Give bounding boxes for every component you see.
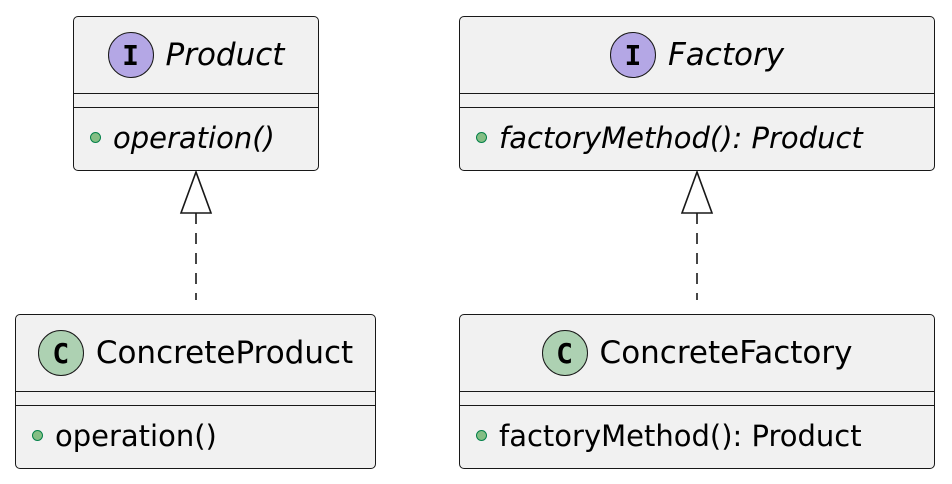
operations-section: factoryMethod(): Product: [460, 107, 934, 167]
class-name: Product: [165, 37, 285, 73]
realization-arrow-concreteproduct-product: [179, 169, 213, 300]
class-box-concretefactory[interactable]: C ConcreteFactory factoryMethod(): Produ…: [459, 314, 935, 469]
public-visibility-icon: [476, 132, 487, 143]
operation-label: factoryMethod(): Product: [499, 418, 862, 453]
class-header: C ConcreteProduct: [16, 315, 375, 391]
class-header: I Product: [74, 17, 318, 93]
public-visibility-icon: [32, 430, 43, 441]
class-header: C ConcreteFactory: [460, 315, 934, 391]
class-badge: C: [37, 330, 84, 376]
realization-arrow-concretefactory-factory: [680, 169, 714, 300]
operations-section: operation(): [16, 405, 375, 465]
operation-label: operation(): [55, 418, 217, 453]
class-header: I Factory: [460, 17, 934, 93]
attributes-section: [460, 93, 934, 107]
interface-badge: I: [609, 32, 656, 78]
operation-label: factoryMethod(): Product: [499, 120, 863, 155]
class-badge: C: [541, 330, 588, 376]
class-name: ConcreteFactory: [599, 335, 853, 371]
class-box-concreteproduct[interactable]: C ConcreteProduct operation(): [15, 314, 376, 469]
class-name: Factory: [667, 37, 785, 73]
operations-section: factoryMethod(): Product: [460, 405, 934, 465]
class-box-factory[interactable]: I Factory factoryMethod(): Product: [459, 16, 935, 171]
class-box-product[interactable]: I Product operation(): [73, 16, 319, 171]
public-visibility-icon: [90, 132, 101, 143]
attributes-section: [74, 93, 318, 107]
attributes-section: [16, 391, 375, 405]
interface-badge: I: [107, 32, 154, 78]
public-visibility-icon: [476, 430, 487, 441]
operations-section: operation(): [74, 107, 318, 167]
operation-label: operation(): [113, 120, 275, 155]
class-name: ConcreteProduct: [95, 335, 354, 371]
attributes-section: [460, 391, 934, 405]
